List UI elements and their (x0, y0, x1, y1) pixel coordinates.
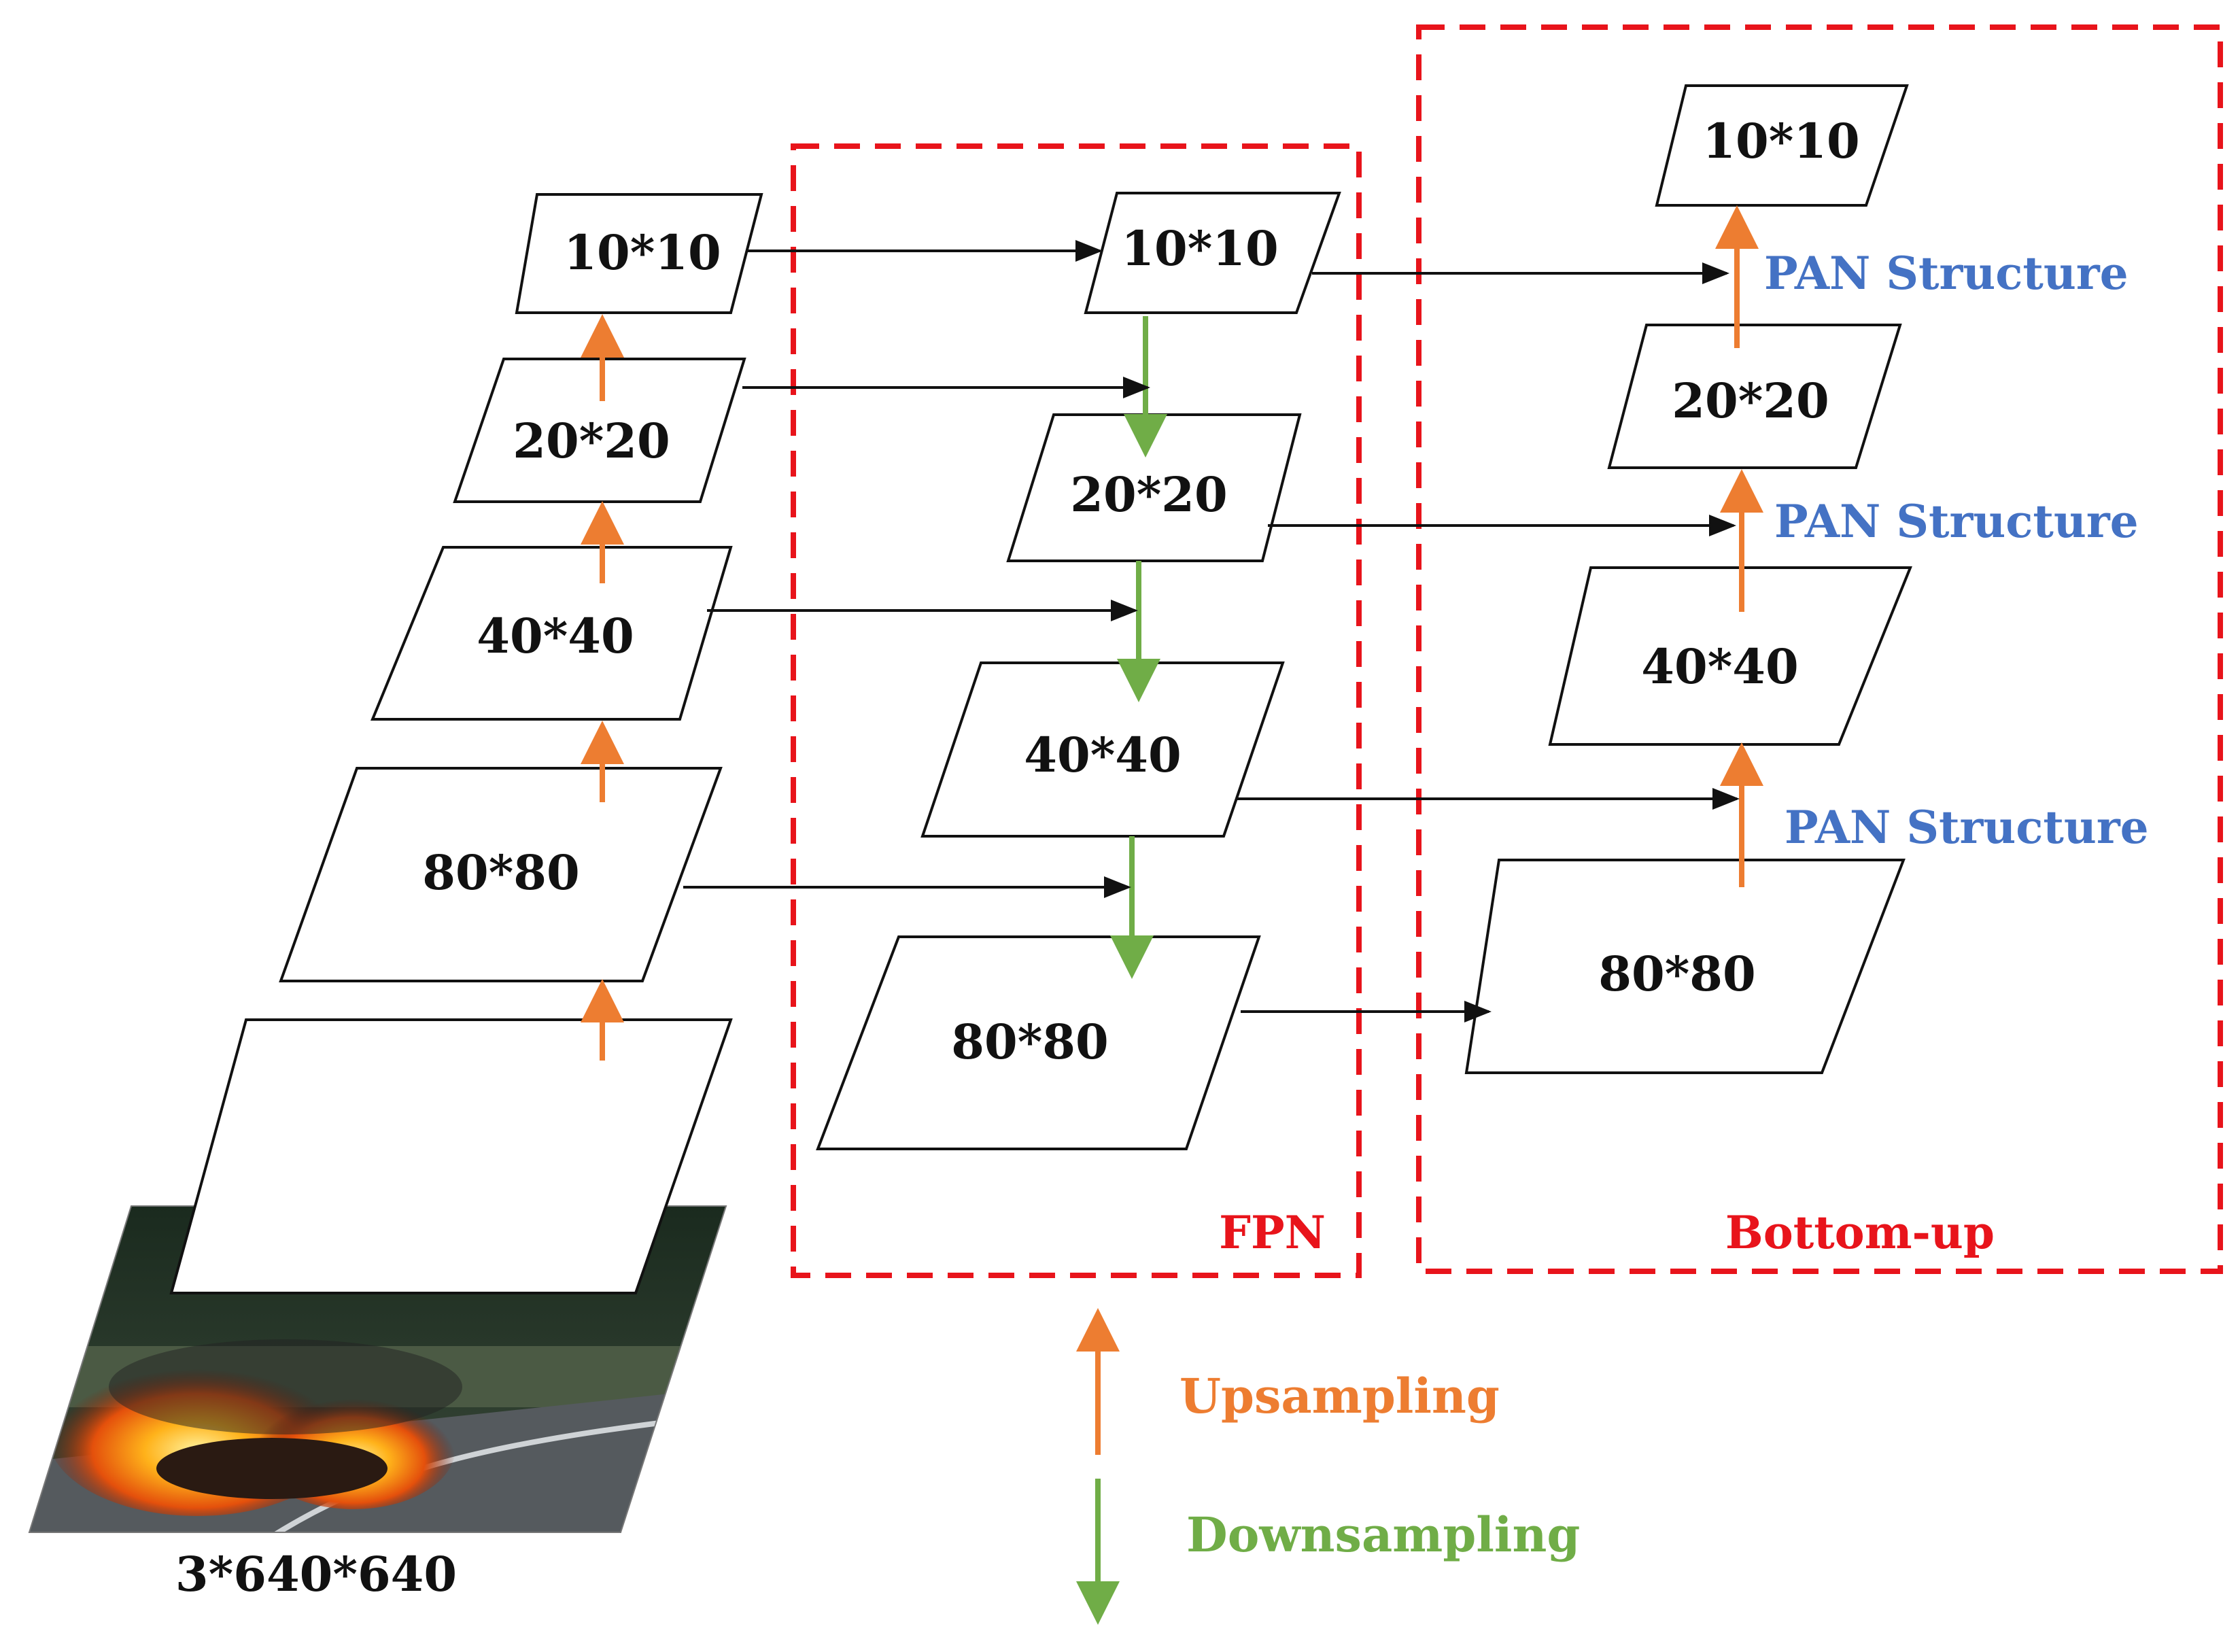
pan-structure-label: PAN Structure (1774, 495, 2139, 548)
bottom-up-level-40-label: 40*40 (1641, 638, 1798, 695)
pan-structure-label: PAN Structure (1785, 801, 2149, 854)
pan-structure-label: PAN Structure (1764, 247, 2129, 300)
fpn-level-80-label: 80*80 (951, 1014, 1108, 1070)
bottom-up-level-20-label: 20*20 (1672, 373, 1829, 429)
bottom-up-level-10-label: 10*10 (1702, 113, 1859, 169)
bottom-up-region-box (1416, 24, 2223, 1274)
backbone-level-40 (371, 546, 733, 721)
bottom-up-level-40 (1548, 566, 1912, 746)
upsampling-legend-label: Upsampling (1179, 1368, 1500, 1424)
fpn-level-40 (920, 661, 1285, 838)
backbone-level-80 (279, 767, 723, 982)
fpn-level-40-label: 40*40 (1024, 727, 1181, 783)
bottom-up-level-20 (1607, 324, 1902, 469)
backbone-input-layer (169, 1018, 733, 1294)
fpn-region-box (791, 143, 1362, 1278)
backbone-level-10-label: 10*10 (564, 224, 721, 281)
backbone-level-20-label: 20*20 (513, 413, 670, 469)
fpn-level-20-label: 20*20 (1070, 466, 1227, 523)
backbone-level-20 (453, 358, 746, 503)
bottom-up-level-10 (1655, 84, 1909, 207)
fpn-level-10-label: 10*10 (1121, 220, 1278, 277)
fpn-level-20 (1006, 413, 1302, 562)
input-size-label: 3*640*640 (175, 1546, 457, 1602)
fpn-region-title: FPN (1219, 1206, 1326, 1259)
backbone-level-40-label: 40*40 (477, 608, 634, 664)
bottom-up-region-title: Bottom-up (1725, 1206, 1995, 1259)
fpn-level-10 (1084, 192, 1341, 314)
backbone-level-80-label: 80*80 (422, 844, 579, 901)
bottom-up-level-80-label: 80*80 (1598, 946, 1755, 1002)
downsampling-legend-label: Downsampling (1186, 1507, 1580, 1563)
backbone-level-10 (515, 193, 763, 314)
